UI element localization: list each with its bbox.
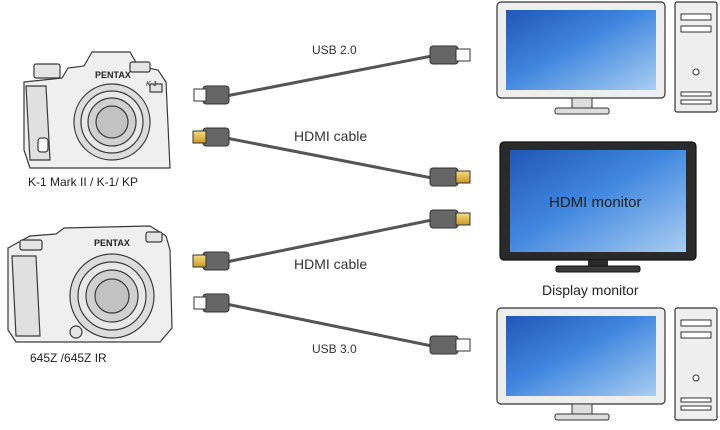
display-monitor-caption: Display monitor	[542, 282, 639, 298]
usb-2-cable	[193, 45, 471, 105]
hdmi-1-cable	[192, 127, 471, 187]
usb-3-plug-pc-end	[429, 335, 471, 355]
svg-text:PENTAX: PENTAX	[94, 238, 130, 248]
camera-645z-caption: 645Z /645Z IR	[30, 351, 107, 365]
pc-bottom-drawing	[496, 307, 718, 421]
svg-text:K-1: K-1	[146, 81, 157, 88]
pc-top-drawing	[496, 1, 718, 115]
hdmi-monitor-screen-label: HDMI monitor	[549, 194, 642, 211]
usb-2-plug-pc-end	[429, 45, 471, 65]
usb-3-label: USB 3.0	[312, 342, 357, 356]
usb-3-cable	[193, 293, 471, 355]
usb-2-plug-camera-end	[193, 85, 230, 105]
hdmi-2-plug-monitor-end	[429, 209, 471, 229]
hdmi-2-cable	[192, 209, 471, 271]
usb-3-plug-camera-end	[193, 293, 230, 313]
hdmi-1-plug-monitor-end	[429, 167, 471, 187]
hdmi-1-label: HDMI cable	[294, 128, 368, 144]
hdmi-1-plug-camera-end	[192, 127, 230, 147]
hdmi-monitor-drawing	[499, 141, 697, 273]
usb-2-label: USB 2.0	[312, 43, 357, 57]
hdmi-2-plug-camera-end	[192, 251, 230, 271]
camera-k1-caption: K-1 Mark II / K-1/ KP	[28, 175, 139, 189]
hdmi-2-label: HDMI cable	[294, 256, 368, 272]
svg-text:PENTAX: PENTAX	[95, 70, 131, 80]
camera-645z-drawing: PENTAX	[7, 225, 173, 343]
camera-k1-drawing: PENTAX K-1	[23, 51, 171, 169]
